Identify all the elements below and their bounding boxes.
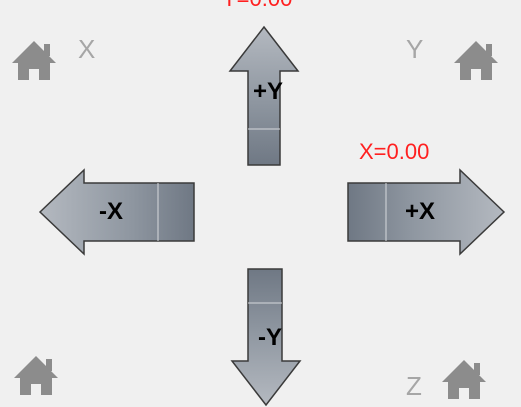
home-icon <box>454 41 498 80</box>
home-y-button[interactable] <box>452 38 500 82</box>
y-position-readout: Y=0.00 <box>222 0 292 10</box>
jog-plus-y-button[interactable] <box>228 25 300 167</box>
jog-minus-y-button[interactable] <box>230 267 302 407</box>
home-icon <box>12 41 56 80</box>
jog-minus-x-button[interactable] <box>38 168 196 256</box>
home-z-button[interactable] <box>440 357 488 401</box>
jog-plus-x-button[interactable] <box>346 168 506 256</box>
home-all-button[interactable] <box>12 353 60 397</box>
home-z-label: Z <box>406 371 422 401</box>
home-x-button[interactable] <box>10 38 58 82</box>
home-icon <box>14 356 58 395</box>
home-icon <box>442 360 486 399</box>
home-y-label: Y <box>406 34 424 64</box>
x-position-readout: X=0.00 <box>359 139 430 164</box>
home-x-label: X <box>78 34 96 64</box>
